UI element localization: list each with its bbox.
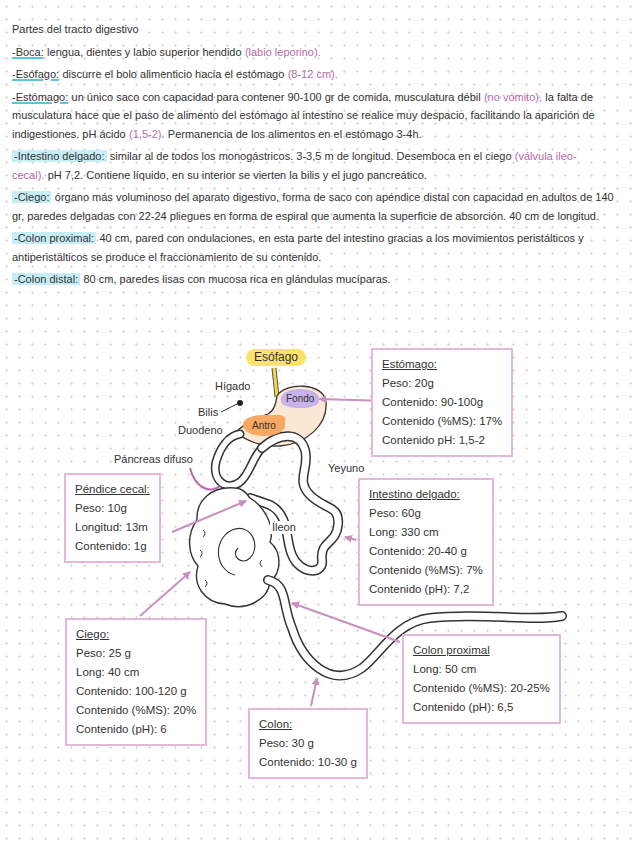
box-heading: Estómago: xyxy=(382,355,502,374)
box-text: Contenido: 20-40 g xyxy=(369,542,483,561)
body-text: discurre el bolo alimenticio hacia el es… xyxy=(62,68,284,80)
cecum-folds xyxy=(200,530,262,587)
body-text: pH 7,2. Contiene líquido, en su interior… xyxy=(48,169,427,181)
liver-dot xyxy=(237,400,243,406)
paragraph: -Colon distal: 80 cm, paredes lisas con m… xyxy=(12,270,622,289)
paragraph: -Colon proximal:40 cm, pared con ondulac… xyxy=(12,229,622,266)
box-text: Contenido pH: 1,5-2 xyxy=(382,431,502,450)
box-text: Contenido (%MS): 7% xyxy=(369,561,483,580)
box-text: Contenido: 100-120 g xyxy=(76,682,196,701)
note-aside: (1,5-2). xyxy=(129,128,164,140)
paragraph: -Ciego:órgano más voluminoso del aparato… xyxy=(12,188,622,225)
section-heading: -Ciego: xyxy=(12,191,51,203)
body-text: Permanencia de los alimentos en el estóm… xyxy=(168,128,422,140)
esophagus-outline xyxy=(274,368,277,397)
body-text: 40 cm, pared con ondulaciones, en esta p… xyxy=(12,232,584,263)
box-text: Antro xyxy=(252,419,276,432)
body-text: lengua, dientes y labio superior hendido xyxy=(47,46,241,58)
info-box: Colon proximalLong: 50 cmContenido (%MS)… xyxy=(402,634,561,724)
duodenum-outline xyxy=(215,434,262,486)
info-box: Colon:Peso: 30 gContenido: 10-30 g xyxy=(248,708,368,779)
box-heading: Intestino delgado: xyxy=(369,485,483,504)
notes-section: Partes del tracto digestivo -Boca:lengua,… xyxy=(12,20,622,293)
box-text: Peso: 30 g xyxy=(259,734,357,753)
box-heading: Colon proximal xyxy=(413,641,550,660)
organ-tag: Esófago xyxy=(246,349,306,366)
box-heading: Péndice cecal: xyxy=(75,480,150,499)
body-text: órgano más voluminoso del aparato digest… xyxy=(12,191,614,222)
box-text: Long: 40 cm xyxy=(76,663,196,682)
paragraph: -Estómago: un único saco con capacidad pa… xyxy=(12,88,622,144)
box-text: Esófago xyxy=(254,350,298,365)
part-label: Yeyuno xyxy=(326,462,366,475)
bile-duct xyxy=(221,404,237,412)
info-box: Ciego:Peso: 25 gLong: 40 cmContenido: 10… xyxy=(65,618,207,746)
box-text: Peso: 60g xyxy=(369,504,483,523)
part-label: Páncreas difuso xyxy=(112,453,195,466)
cecum-spiral xyxy=(218,528,254,575)
box-text: Contenido (pH): 7,2 xyxy=(369,580,483,599)
box-text: Contenido: 10-30 g xyxy=(259,753,357,772)
esophagus-tube xyxy=(274,368,277,397)
section-heading: -Esófago: xyxy=(12,68,59,80)
body-text: un único saco con capacidad para contene… xyxy=(72,91,481,103)
part-label: Duodeno xyxy=(176,424,225,437)
body-text: 80 cm, paredes lisas con mucosa rica en … xyxy=(84,273,391,285)
box-text: Contenido (%MS): 20-25% xyxy=(413,679,550,698)
box-text: Contenido (pH): 6,5 xyxy=(413,698,550,717)
section-heading: -Colon distal: xyxy=(12,273,80,285)
note-aside: (no vómito), xyxy=(484,91,542,103)
connector-arrow xyxy=(319,399,371,400)
info-box: Estómago:Peso: 20gContenido: 90-100gCont… xyxy=(371,348,513,457)
leader-arrow xyxy=(140,572,190,616)
page-title: Partes del tracto digestivo xyxy=(12,20,622,39)
body-text: similar al de todos los monogástricos. 3… xyxy=(110,150,512,162)
part-label: Hígado xyxy=(213,380,252,393)
box-text: Contenido (%MS): 17% xyxy=(382,412,502,431)
leader-arrow xyxy=(345,537,356,540)
leader-arrow xyxy=(311,678,317,706)
box-text: Long: 50 cm xyxy=(413,660,550,679)
box-text: Contenido (%MS): 20% xyxy=(76,701,196,720)
section-heading: -Boca: xyxy=(12,46,44,58)
duodenum-tube xyxy=(215,434,262,486)
box-text: Peso: 25 g xyxy=(76,644,196,663)
section-heading: -Colon proximal: xyxy=(12,232,96,244)
box-text: Contenido: 90-100g xyxy=(382,393,502,412)
section-heading: -Estómago: xyxy=(12,91,68,103)
paragraph: -Intestino delgado:similar al de todos l… xyxy=(12,147,622,184)
box-text: Peso: 20g xyxy=(382,374,502,393)
box-text: Peso: 10g xyxy=(75,499,150,518)
note-aside: (labio leporino). xyxy=(245,46,321,58)
stomach-region: Antro xyxy=(243,415,285,436)
box-text: Contenido (pH): 6 xyxy=(76,720,196,739)
box-text: Longitud: 13m xyxy=(75,518,150,537)
info-box: Intestino delgado:Peso: 60gLong: 330 cmC… xyxy=(358,478,494,606)
box-heading: Colon: xyxy=(259,715,357,734)
part-label: Bilis xyxy=(196,406,220,419)
paragraph: -Boca:lengua, dientes y labio superior h… xyxy=(12,43,622,62)
box-text: Fondo xyxy=(286,392,314,405)
stomach-region: Fondo xyxy=(281,389,319,408)
part-label: Íleon xyxy=(270,521,298,534)
box-heading: Ciego: xyxy=(76,625,196,644)
leader-arrow xyxy=(172,501,246,532)
paragraph: -Esófago:discurre el bolo alimenticio ha… xyxy=(12,65,622,84)
note-aside: (8-12 cm). xyxy=(288,68,338,80)
info-box: Péndice cecal:Peso: 10gLongitud: 13mCont… xyxy=(64,473,161,563)
pancreas-arc xyxy=(190,468,220,489)
box-text: Contenido: 1g xyxy=(75,537,150,556)
leader-arrow xyxy=(292,603,400,642)
section-heading: -Intestino delgado: xyxy=(12,150,107,162)
box-text: Long: 330 cm xyxy=(369,523,483,542)
